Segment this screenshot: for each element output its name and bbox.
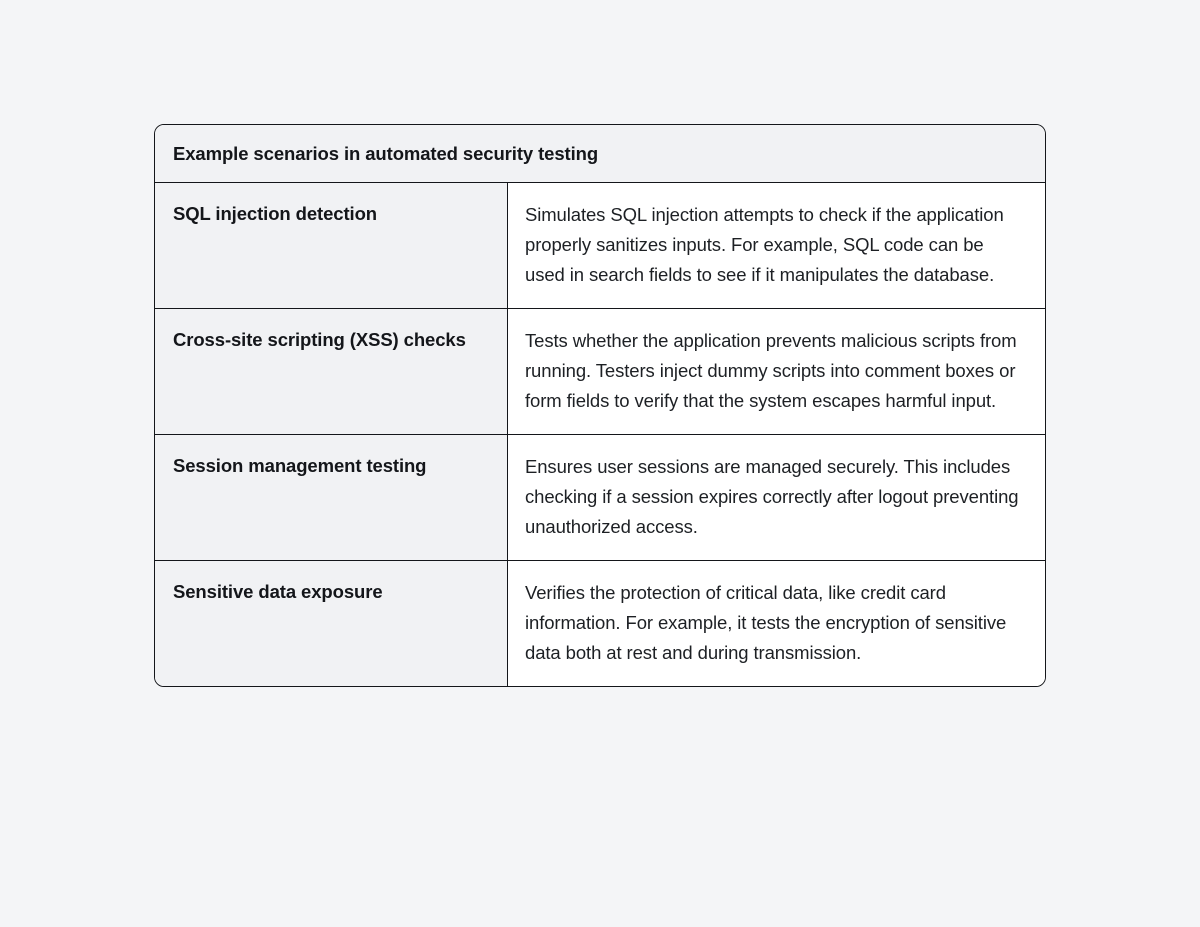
description-text: Verifies the protection of critical data… (525, 582, 1007, 663)
table-cell-description: Simulates SQL injection attempts to chec… (508, 183, 1045, 308)
table-cell-term: SQL injection detection (155, 183, 508, 308)
table-cell-description: Verifies the protection of critical data… (508, 561, 1045, 686)
table-cell-description: Tests whether the application prevents m… (508, 309, 1045, 434)
table-cell-description: Ensures user sessions are managed secure… (508, 435, 1045, 560)
term-label: Session management testing (173, 455, 427, 476)
term-label: Sensitive data exposure (173, 581, 383, 602)
table-cell-term: Session management testing (155, 435, 508, 560)
table-row: SQL injection detection Simulates SQL in… (155, 183, 1045, 309)
table-row: Sensitive data exposure Verifies the pro… (155, 561, 1045, 686)
description-text: Simulates SQL injection attempts to chec… (525, 204, 1004, 285)
table-cell-term: Cross-site scripting (XSS) checks (155, 309, 508, 434)
table-title: Example scenarios in automated security … (173, 143, 599, 164)
security-testing-scenarios-table: Example scenarios in automated security … (154, 124, 1046, 687)
table-row: Cross-site scripting (XSS) checks Tests … (155, 309, 1045, 435)
description-text: Tests whether the application prevents m… (525, 330, 1017, 411)
table-cell-term: Sensitive data exposure (155, 561, 508, 686)
table-row: Session management testing Ensures user … (155, 435, 1045, 561)
table-header: Example scenarios in automated security … (155, 125, 1045, 183)
description-text: Ensures user sessions are managed secure… (525, 456, 1019, 537)
term-label: SQL injection detection (173, 203, 377, 224)
term-label: Cross-site scripting (XSS) checks (173, 329, 466, 350)
